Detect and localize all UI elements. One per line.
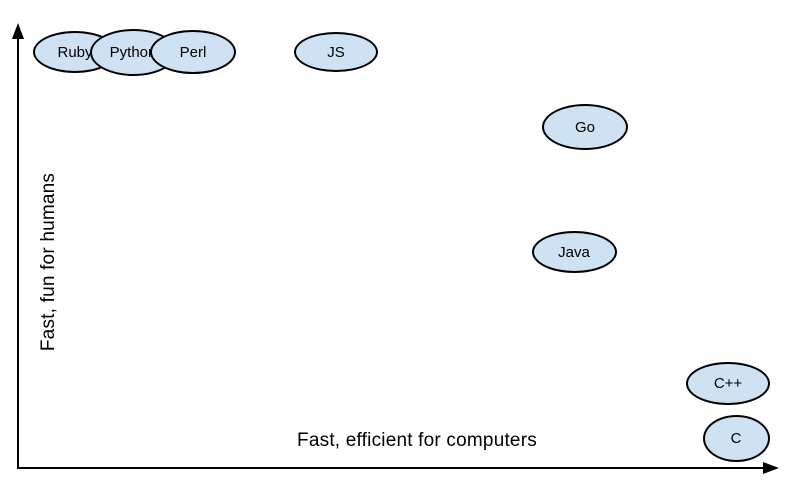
x-axis-line bbox=[17, 467, 765, 469]
bubble-go: Go bbox=[542, 104, 628, 150]
x-axis-arrowhead-icon bbox=[763, 461, 779, 474]
y-axis-line bbox=[17, 34, 19, 469]
y-axis-label: Fast, fun for humans bbox=[38, 172, 59, 352]
y-axis-arrowhead-icon bbox=[12, 23, 24, 39]
x-axis-label: Fast, efficient for computers bbox=[297, 430, 537, 451]
bubble-label: Ruby bbox=[57, 43, 93, 61]
bubble-label: JS bbox=[327, 43, 345, 61]
bubble-java: Java bbox=[531, 231, 617, 273]
bubble-label: Go bbox=[574, 118, 595, 136]
bubble-label: C bbox=[730, 429, 742, 447]
bubble-label: Python bbox=[109, 43, 157, 61]
bubble-perl: Perl bbox=[150, 30, 236, 74]
bubble-label: Java bbox=[558, 243, 590, 261]
bubble-label: Perl bbox=[179, 43, 207, 61]
bubble-cpp: C++ bbox=[686, 361, 770, 405]
bubble-js: JS bbox=[294, 32, 378, 72]
bubble-c: C bbox=[702, 414, 770, 462]
bubble-label: C++ bbox=[713, 374, 743, 392]
